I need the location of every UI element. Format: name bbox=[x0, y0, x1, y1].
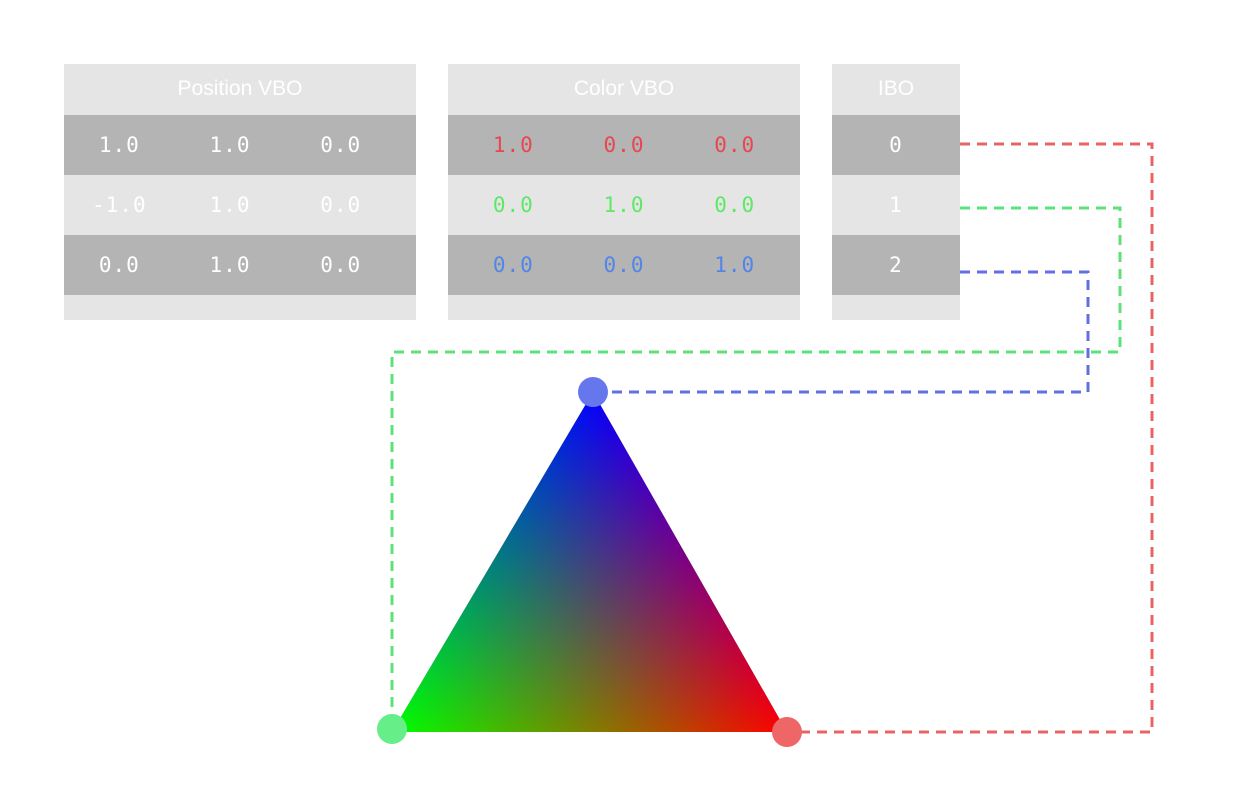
position-vbo-cell: 1.0 bbox=[209, 133, 251, 157]
position-vbo-row-0: 1.0 1.0 0.0 bbox=[64, 115, 416, 175]
position-vbo-table: Position VBO 1.0 1.0 0.0 -1.0 1.0 0.0 0.… bbox=[64, 64, 416, 320]
position-vbo-cell: -1.0 bbox=[92, 193, 147, 217]
ibo-title: IBO bbox=[877, 77, 915, 100]
vertex-1-marker bbox=[377, 714, 407, 744]
color-vbo-cell: 1.0 bbox=[492, 133, 534, 157]
color-vbo-cell: 0.0 bbox=[492, 193, 534, 217]
color-vbo-row-2: 0.0 0.0 1.0 bbox=[448, 235, 800, 295]
position-vbo-cell: 1.0 bbox=[209, 253, 251, 277]
color-vbo-cell: 0.0 bbox=[492, 253, 534, 277]
position-vbo-cell: 0.0 bbox=[320, 253, 362, 277]
color-vbo-cell: 1.0 bbox=[603, 193, 645, 217]
ibo-0-connector-line bbox=[800, 142, 1154, 734]
ibo-row-1: 1 bbox=[832, 175, 960, 235]
color-triangle bbox=[392, 392, 787, 732]
ibo-1-connector-line bbox=[390, 206, 1122, 718]
position-vbo-title: Position VBO bbox=[177, 77, 303, 100]
color-vbo-row-0: 1.0 0.0 0.0 bbox=[448, 115, 800, 175]
ibo-table: IBO 0 1 2 bbox=[832, 64, 960, 320]
color-vbo-cell: 0.0 bbox=[603, 253, 645, 277]
ibo-row-0: 0 bbox=[832, 115, 960, 175]
position-vbo-cell: 1.0 bbox=[98, 133, 140, 157]
color-vbo-cell: 1.0 bbox=[714, 253, 756, 277]
vertex-0-marker bbox=[772, 717, 802, 747]
ibo-row-2: 2 bbox=[832, 235, 960, 295]
vertex-2-marker bbox=[578, 377, 608, 407]
color-vbo-cell: 0.0 bbox=[714, 133, 756, 157]
color-vbo-title: Color VBO bbox=[573, 77, 675, 100]
color-vbo-cell: 0.0 bbox=[603, 133, 645, 157]
color-vbo-row-1: 0.0 1.0 0.0 bbox=[448, 175, 800, 235]
position-vbo-cell: 1.0 bbox=[209, 193, 251, 217]
position-vbo-cell: 0.0 bbox=[98, 253, 140, 277]
position-vbo-cell: 0.0 bbox=[320, 133, 362, 157]
ibo-cell: 0 bbox=[889, 133, 903, 157]
ibo-2-connector-line bbox=[608, 270, 1090, 394]
color-vbo-cell: 0.0 bbox=[714, 193, 756, 217]
ibo-cell: 2 bbox=[889, 253, 903, 277]
ibo-cell: 1 bbox=[889, 193, 903, 217]
position-vbo-row-2: 0.0 1.0 0.0 bbox=[64, 235, 416, 295]
position-vbo-cell: 0.0 bbox=[320, 193, 362, 217]
position-vbo-row-1: -1.0 1.0 0.0 bbox=[64, 175, 416, 235]
color-vbo-table: Color VBO 1.0 0.0 0.0 0.0 1.0 0.0 0.0 0.… bbox=[448, 64, 800, 320]
